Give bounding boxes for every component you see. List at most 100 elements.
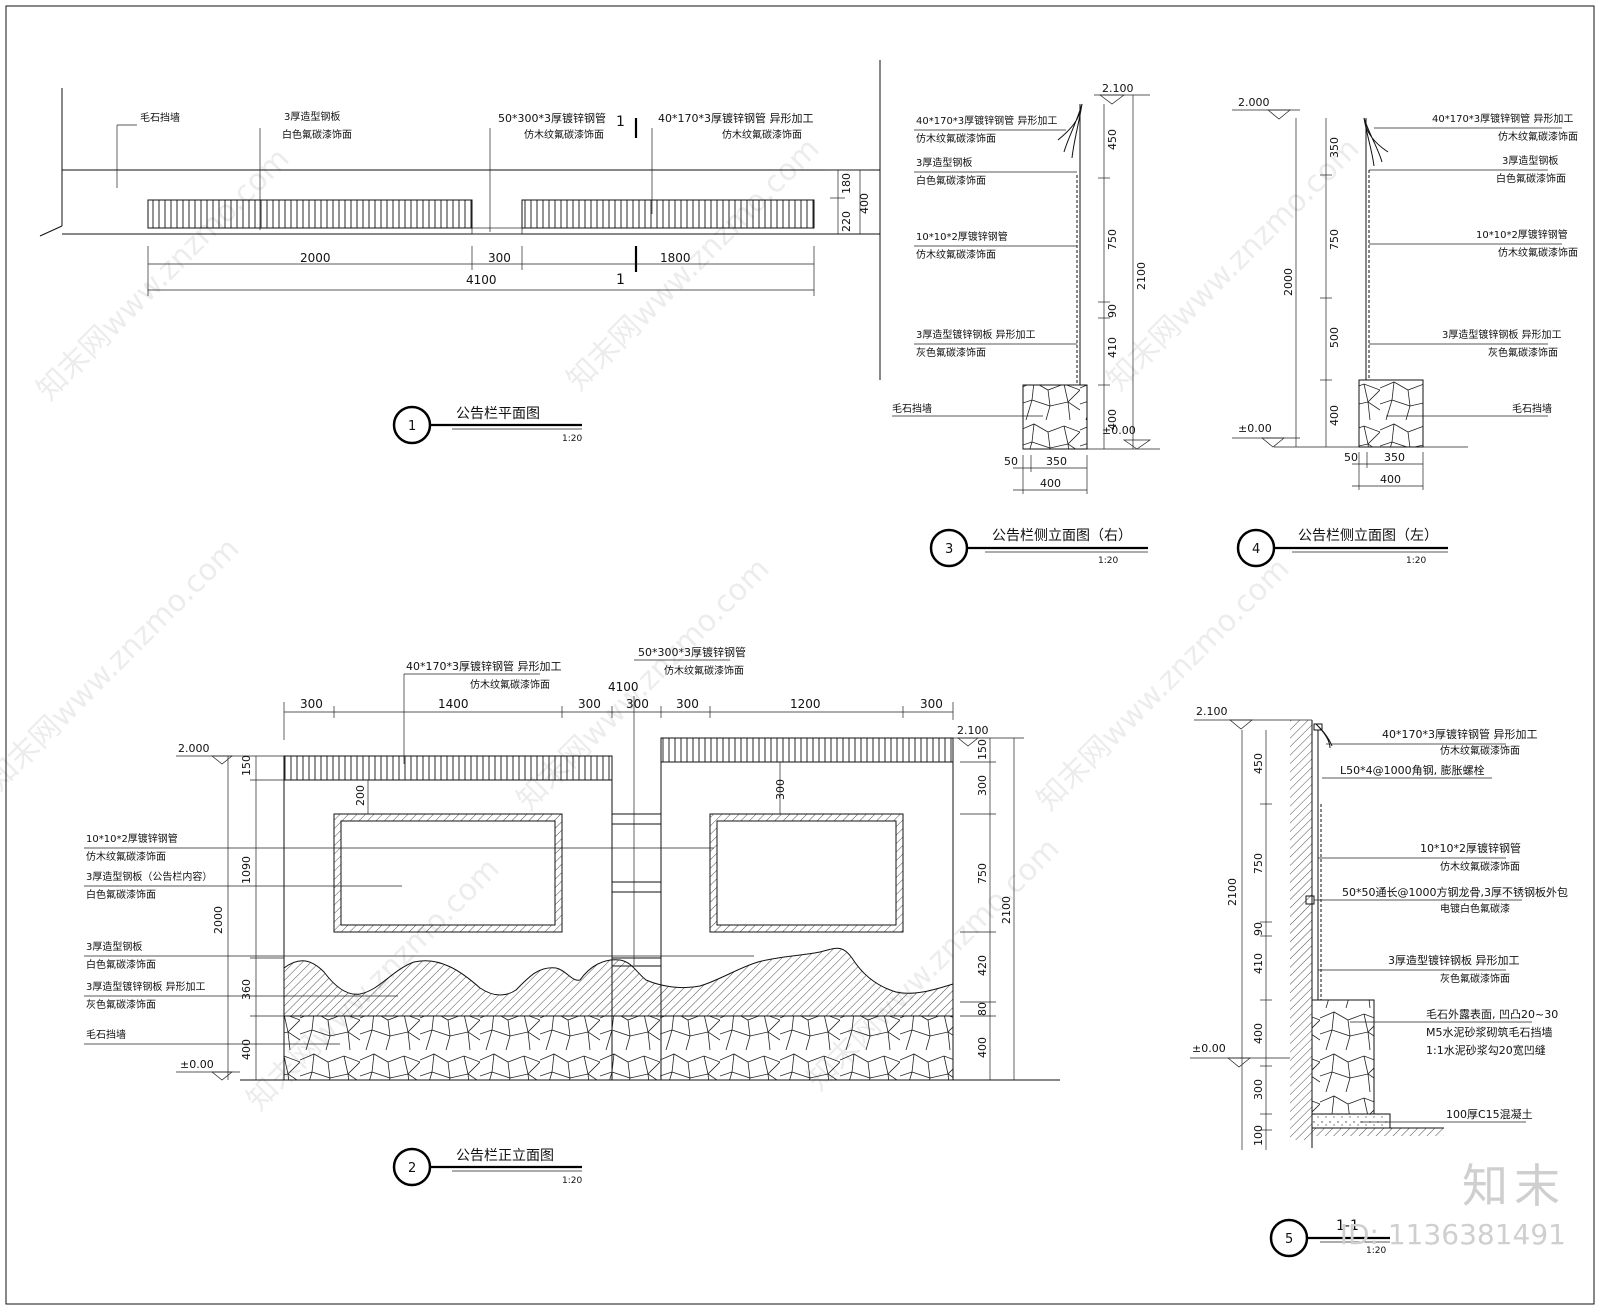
sr-base-350: 350 [1046, 455, 1067, 468]
sr-base-50: 50 [1004, 455, 1018, 468]
front-rv-80: 80 [976, 1002, 989, 1016]
front-lv-400: 400 [240, 1039, 253, 1060]
sec-l3a: 10*10*2厚镀锌钢管 [1420, 841, 1521, 855]
front-lv-2000: 2000 [212, 906, 225, 934]
sec-dim-750: 750 [1252, 853, 1265, 874]
sl-base-50: 50 [1344, 451, 1358, 464]
front-l5: 毛石挡墙 [86, 1028, 126, 1041]
sr-l2a: 3厚造型钢板 [916, 156, 972, 169]
sec-dim-300: 300 [1252, 1079, 1265, 1100]
front-zero-elev: ±0.00 [180, 1058, 214, 1071]
brand-id: ID: 1136381491 [1339, 1218, 1566, 1251]
front-rv-300: 300 [976, 775, 989, 796]
front-l4a: 3厚造型镀锌钢板 异形加工 [86, 980, 206, 993]
plan-panel-right [521, 199, 815, 229]
sl-dim-750: 750 [1328, 229, 1341, 250]
sl-l4b: 灰色氟碳漆饰面 [1488, 346, 1558, 359]
plan-label-a1: 3厚造型钢板 [284, 110, 340, 123]
front-total: 4100 [608, 680, 639, 694]
sr-l1b: 仿木纹氟碳漆饰面 [916, 132, 996, 145]
front-t2a: 50*300*3厚镀锌钢管 [638, 645, 746, 659]
sec-l5b: 灰色氟碳漆饰面 [1440, 972, 1510, 985]
front-rv-150: 150 [976, 739, 989, 760]
sec-l6a: 毛石外露表面, 凹凸20~30 [1426, 1007, 1558, 1021]
sr-l4a: 3厚造型镀锌钢板 异形加工 [916, 328, 1036, 341]
front-lv-1090: 1090 [240, 856, 253, 884]
front-board-left [340, 820, 556, 926]
sl-l3b: 仿木纹氟碳漆饰面 [1498, 246, 1578, 259]
section-concrete-base [1311, 1113, 1391, 1129]
sl-dim-400: 400 [1328, 405, 1341, 426]
plan-scale: 1:20 [562, 434, 582, 444]
plan-label-a2: 白色氟碳漆饰面 [282, 128, 352, 141]
sec-dim-400: 400 [1252, 1023, 1265, 1044]
side-right-stone-wall [1022, 384, 1088, 450]
front-title: 公告栏正立面图 [456, 1148, 554, 1164]
sl-number: 4 [1252, 542, 1260, 557]
plan-dim-total: 4100 [466, 273, 497, 287]
front-d-200: 200 [354, 785, 367, 806]
sl-zero-elev: ±0.00 [1238, 422, 1272, 435]
plan-dim-180: 180 [840, 173, 853, 194]
sec-title: 1-1 [1336, 1218, 1359, 1234]
sec-dim-410: 410 [1252, 953, 1265, 974]
sec-number: 5 [1285, 1232, 1293, 1247]
sr-number: 3 [945, 542, 953, 557]
sl-l1b: 仿木纹氟碳漆饰面 [1498, 130, 1578, 143]
front-top-elev-left: 2.000 [178, 742, 210, 755]
section-view: 2.100 ±0.00 450 750 90 410 400 300 100 2… [1190, 705, 1568, 1258]
sl-l3a: 10*10*2厚镀锌钢管 [1476, 228, 1568, 241]
plan-panel-left [147, 199, 473, 229]
front-w-300e: 300 [920, 697, 943, 711]
front-top-rail-left [283, 755, 613, 781]
front-rv-2100: 2100 [1000, 896, 1013, 924]
sec-l5a: 3厚造型镀锌钢板 异形加工 [1388, 953, 1520, 967]
front-number: 2 [408, 1161, 416, 1176]
plan-section-mark-bottom: 1 [616, 272, 625, 288]
front-w-1200: 1200 [790, 697, 821, 711]
front-w-300a: 300 [300, 697, 323, 711]
sr-dim-2100: 2100 [1135, 262, 1148, 290]
sr-title: 公告栏侧立面图（右） [992, 528, 1132, 544]
sl-l2a: 3厚造型钢板 [1502, 154, 1558, 167]
sr-zero-elev: ±0.00 [1102, 424, 1136, 437]
side-left-stone-wall [1358, 379, 1424, 448]
brand-watermark: 知末 ID: 1136381491 [1340, 1150, 1566, 1251]
front-l3a: 3厚造型钢板 [86, 940, 142, 953]
sr-scale: 1:20 [1098, 556, 1118, 566]
sec-dim-450: 450 [1252, 753, 1265, 774]
front-l2a: 3厚造型钢板（公告栏内容） [86, 870, 212, 883]
plan-label-c1: 40*170*3厚镀锌钢管 异形加工 [658, 111, 814, 125]
plan-label-c2: 仿木纹氟碳漆饰面 [722, 128, 802, 141]
front-board-right [716, 820, 897, 926]
front-l4b: 灰色氟碳漆饰面 [86, 998, 156, 1011]
front-t1b: 仿木纹氟碳漆饰面 [470, 678, 550, 691]
front-w-300b: 300 [578, 697, 601, 711]
plan-dim-300: 300 [488, 251, 511, 265]
sec-scale: 1:20 [1366, 1246, 1386, 1256]
sec-dim-100: 100 [1252, 1125, 1265, 1146]
sl-l4a: 3厚造型镀锌钢板 异形加工 [1442, 328, 1562, 341]
plan-dim-2000: 2000 [300, 251, 331, 265]
side-right-view: 450 750 90 410 400 2100 2.100 ±0.00 50 3… [892, 82, 1160, 568]
plan-wall-label: 毛石挡墙 [140, 111, 180, 124]
front-l1a: 10*10*2厚镀锌钢管 [86, 832, 178, 845]
sec-dim-2100: 2100 [1226, 878, 1239, 906]
sl-scale: 1:20 [1406, 556, 1426, 566]
sec-l6b: M5水泥砂浆砌筑毛石挡墙 [1426, 1025, 1553, 1039]
plan-number: 1 [408, 419, 416, 434]
sr-dim-410: 410 [1106, 337, 1119, 358]
front-top-elev-right: 2.100 [957, 724, 989, 737]
sec-dim-90: 90 [1252, 922, 1265, 936]
sl-l5: 毛石挡墙 [1512, 402, 1552, 415]
sr-l3a: 10*10*2厚镀锌钢管 [916, 230, 1008, 243]
sec-l2: L50*4@1000角钢, 膨胀螺栓 [1340, 763, 1485, 777]
front-mountain-panel [283, 947, 954, 1017]
plan-label-b2: 仿木纹氟碳漆饰面 [524, 128, 604, 141]
sr-l1a: 40*170*3厚镀锌钢管 异形加工 [916, 114, 1057, 127]
sec-top-elev: 2.100 [1196, 705, 1228, 718]
sec-l7: 100厚C15混凝土 [1446, 1107, 1533, 1121]
front-top-rail-right [660, 737, 954, 763]
